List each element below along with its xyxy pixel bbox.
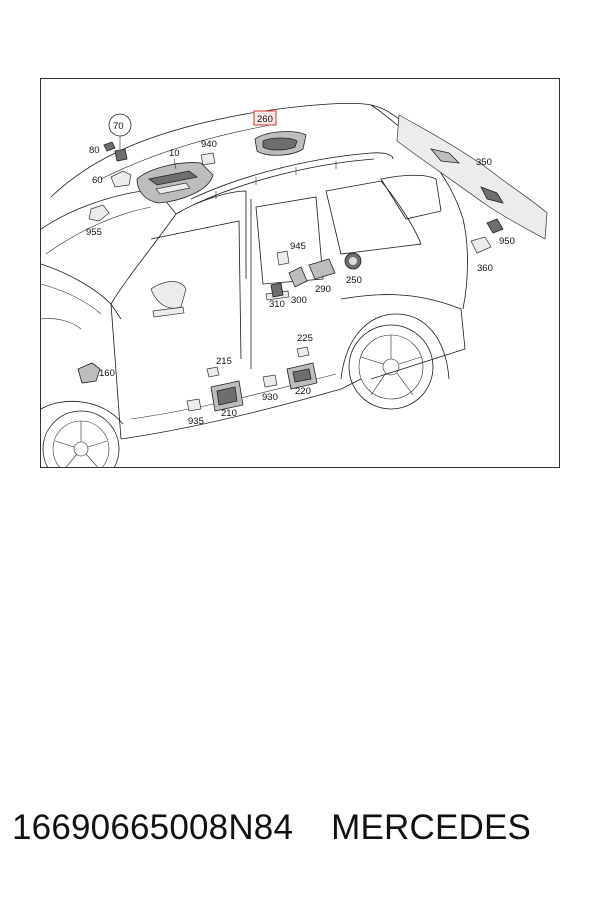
callout-310: 310	[269, 299, 285, 310]
callout-300: 300	[291, 295, 307, 306]
connector-935	[186, 398, 202, 412]
vehicle-outline	[41, 103, 468, 467]
callout-215: 215	[216, 356, 232, 367]
overhead-console-10	[136, 162, 214, 204]
callout-930: 930	[262, 392, 278, 403]
socket-70	[114, 148, 128, 162]
callout-950: 950	[499, 236, 515, 247]
brand-name: MERCEDES	[331, 808, 532, 847]
lamp-220	[286, 362, 318, 390]
connector-945	[276, 250, 290, 266]
callout-940: 940	[201, 139, 217, 150]
connector-930	[262, 374, 278, 388]
lamp-60	[110, 170, 132, 188]
lamp-210	[210, 380, 244, 412]
callout-350: 350	[476, 157, 492, 168]
callout-220: 220	[295, 386, 311, 397]
part-number: 16690665008N84	[12, 808, 294, 847]
callout-250: 250	[346, 275, 362, 286]
lamp-160	[77, 362, 101, 384]
callout-70: 70	[113, 121, 124, 132]
parts-diagram: 70 80 60 10 940 955 260 350 950 360 945 …	[40, 78, 560, 468]
bulb-950	[486, 218, 504, 234]
callout-box-260	[253, 110, 277, 126]
callout-225: 225	[297, 333, 313, 344]
callout-210: 210	[221, 408, 237, 419]
callout-360: 360	[477, 263, 493, 274]
callout-80: 80	[89, 145, 100, 156]
callout-260: 260	[257, 114, 273, 125]
callout-290: 290	[315, 284, 331, 295]
tail-lamp-350	[396, 114, 548, 240]
bulb-225	[296, 346, 310, 358]
bulb-80	[103, 141, 116, 152]
roof-lamp-260	[254, 131, 307, 156]
callout-60: 60	[92, 175, 103, 186]
lamp-290	[308, 258, 336, 280]
vehicle-lighting-diagram: 70 80 60 10 940 955 260 350 950 360 945 …	[41, 103, 548, 467]
callout-945: 945	[290, 241, 306, 252]
lamp-300	[288, 266, 308, 288]
callout-935: 935	[188, 416, 204, 427]
bulb-215	[206, 366, 220, 378]
lamp-360	[470, 236, 492, 254]
bulb-310	[270, 282, 284, 298]
callout-955: 955	[86, 227, 102, 238]
connector-940	[200, 152, 216, 166]
connector-955	[88, 204, 110, 222]
callout-160: 160	[99, 368, 115, 379]
part-caption: 16690665008N84 MERCEDES	[12, 808, 592, 858]
callout-10: 10	[169, 148, 180, 159]
